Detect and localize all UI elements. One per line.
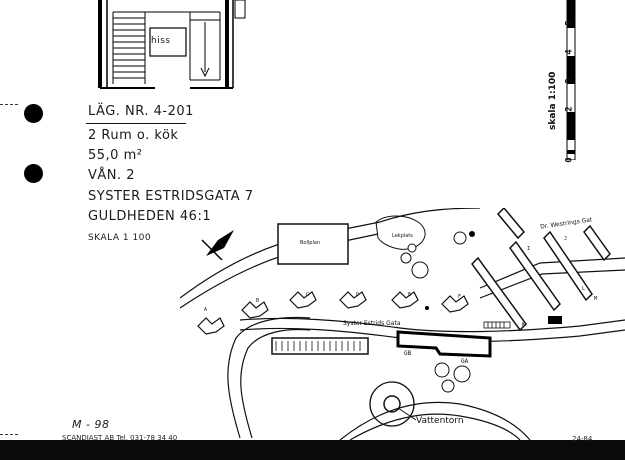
binder-hole-top (24, 104, 43, 123)
tennis-court-label: Bollplan (300, 240, 321, 246)
room-count: 2 Rum o. kök (88, 128, 179, 143)
building-label-a: A (204, 307, 208, 313)
scale-ruler-label: skala 1:100 (548, 71, 558, 130)
building-label-gb: GB (404, 350, 412, 357)
scale-tick-4: 4 (564, 49, 575, 55)
building-label-b: B (256, 298, 260, 304)
site-map (180, 208, 625, 440)
handwritten-note: M - 98 (72, 418, 110, 431)
street-address: SYSTER ESTRIDSGATA 7 (88, 189, 254, 204)
scale-tick-0: 0 (564, 157, 575, 163)
apartment-number: LÄG. NR. 4-201 (88, 104, 194, 119)
plan-scale: SKALA 1 100 (88, 233, 152, 243)
playground-label: Lekplats (392, 233, 413, 239)
building-label-k: K (522, 322, 526, 328)
scale-tick-2: 2 (564, 106, 575, 112)
building-label-e: E (408, 292, 412, 298)
binder-hole-bottom (24, 164, 43, 183)
building-label-f: F (458, 294, 462, 300)
building-label-ga: GA (461, 358, 469, 365)
floor-level: VÅN. 2 (88, 168, 136, 183)
edge-dash-top (0, 104, 18, 105)
building-label-c: C (306, 292, 310, 298)
stairwell-plan (98, 0, 246, 89)
street-label-main: Syster Estrids Gata (343, 320, 401, 327)
elevator-label: hiss (151, 36, 171, 46)
building-label-i: I (527, 246, 531, 252)
scale-tick-3: 3 (564, 78, 575, 84)
scale-tick-5: 5 (564, 20, 575, 26)
building-label-d: D (356, 292, 360, 298)
building-label-j: J (564, 236, 568, 242)
apartment-number-underline (86, 123, 186, 124)
property-designation: GULDHEDEN 46:1 (88, 209, 212, 224)
water-tower-label: Vattentorn (416, 416, 464, 426)
north-arrow-icon (201, 230, 234, 260)
building-label-m: M (594, 296, 598, 302)
bottom-border-band (0, 440, 625, 460)
building-label-l: L (582, 286, 586, 292)
edge-dash-bottom (0, 434, 18, 435)
floor-area: 55,0 m² (88, 148, 143, 163)
scale-ruler (566, 0, 576, 160)
reference-code: 24-84 (572, 435, 593, 443)
printer-imprint: SCANDIAST AB Tel. 031-78 34 40 (62, 434, 178, 442)
